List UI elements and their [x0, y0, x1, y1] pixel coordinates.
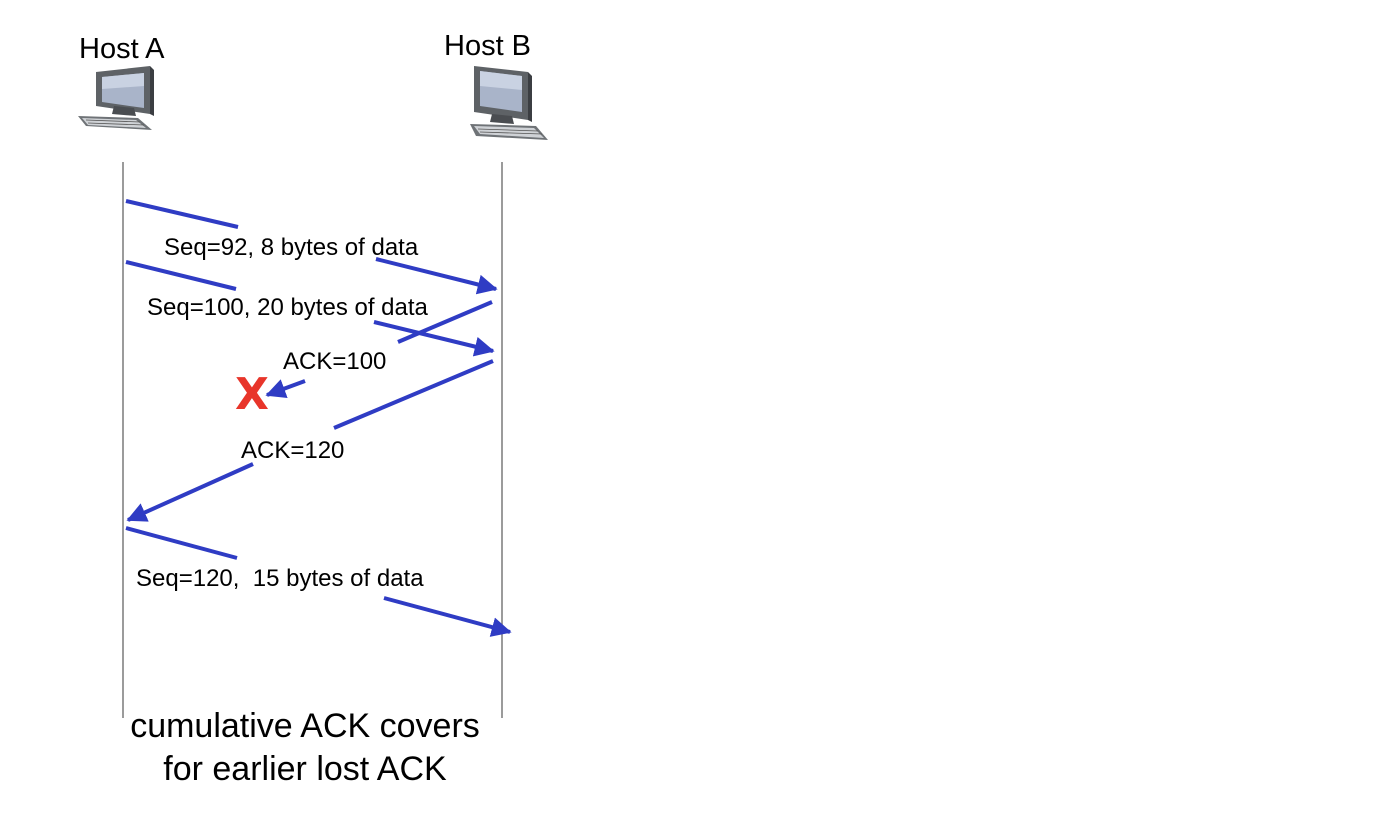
ack100-arrow-end	[265, 379, 306, 399]
seq92-arrow-end	[375, 257, 498, 295]
ack100-label: ACK=100	[283, 348, 386, 375]
caption-line-1: cumulative ACK covers	[130, 707, 480, 745]
caption-line-2: for earlier lost ACK	[163, 750, 447, 788]
ack120-arrow-end	[126, 462, 254, 522]
seq92-label: Seq=92, 8 bytes of data	[164, 234, 419, 261]
host-b-label: Host B	[444, 30, 531, 62]
host-a-computer-icon	[78, 66, 154, 130]
ack120-arrow-start	[333, 359, 494, 430]
seq120-arrow-start	[125, 526, 238, 560]
ack100-arrow-start	[397, 300, 493, 344]
seq100-arrow-end	[373, 320, 495, 357]
host-b-computer-icon	[470, 66, 548, 140]
lost-ack-x-icon: X	[235, 369, 269, 420]
seq120-label: Seq=120, 15 bytes of data	[136, 565, 424, 592]
seq92-arrow-start	[125, 199, 239, 229]
ack120-label: ACK=120	[241, 437, 344, 464]
seq120-arrow-end	[383, 596, 512, 637]
host-a-label: Host A	[79, 33, 165, 65]
seq100-arrow-start	[125, 260, 237, 291]
seq100-label: Seq=100, 20 bytes of data	[147, 294, 429, 321]
